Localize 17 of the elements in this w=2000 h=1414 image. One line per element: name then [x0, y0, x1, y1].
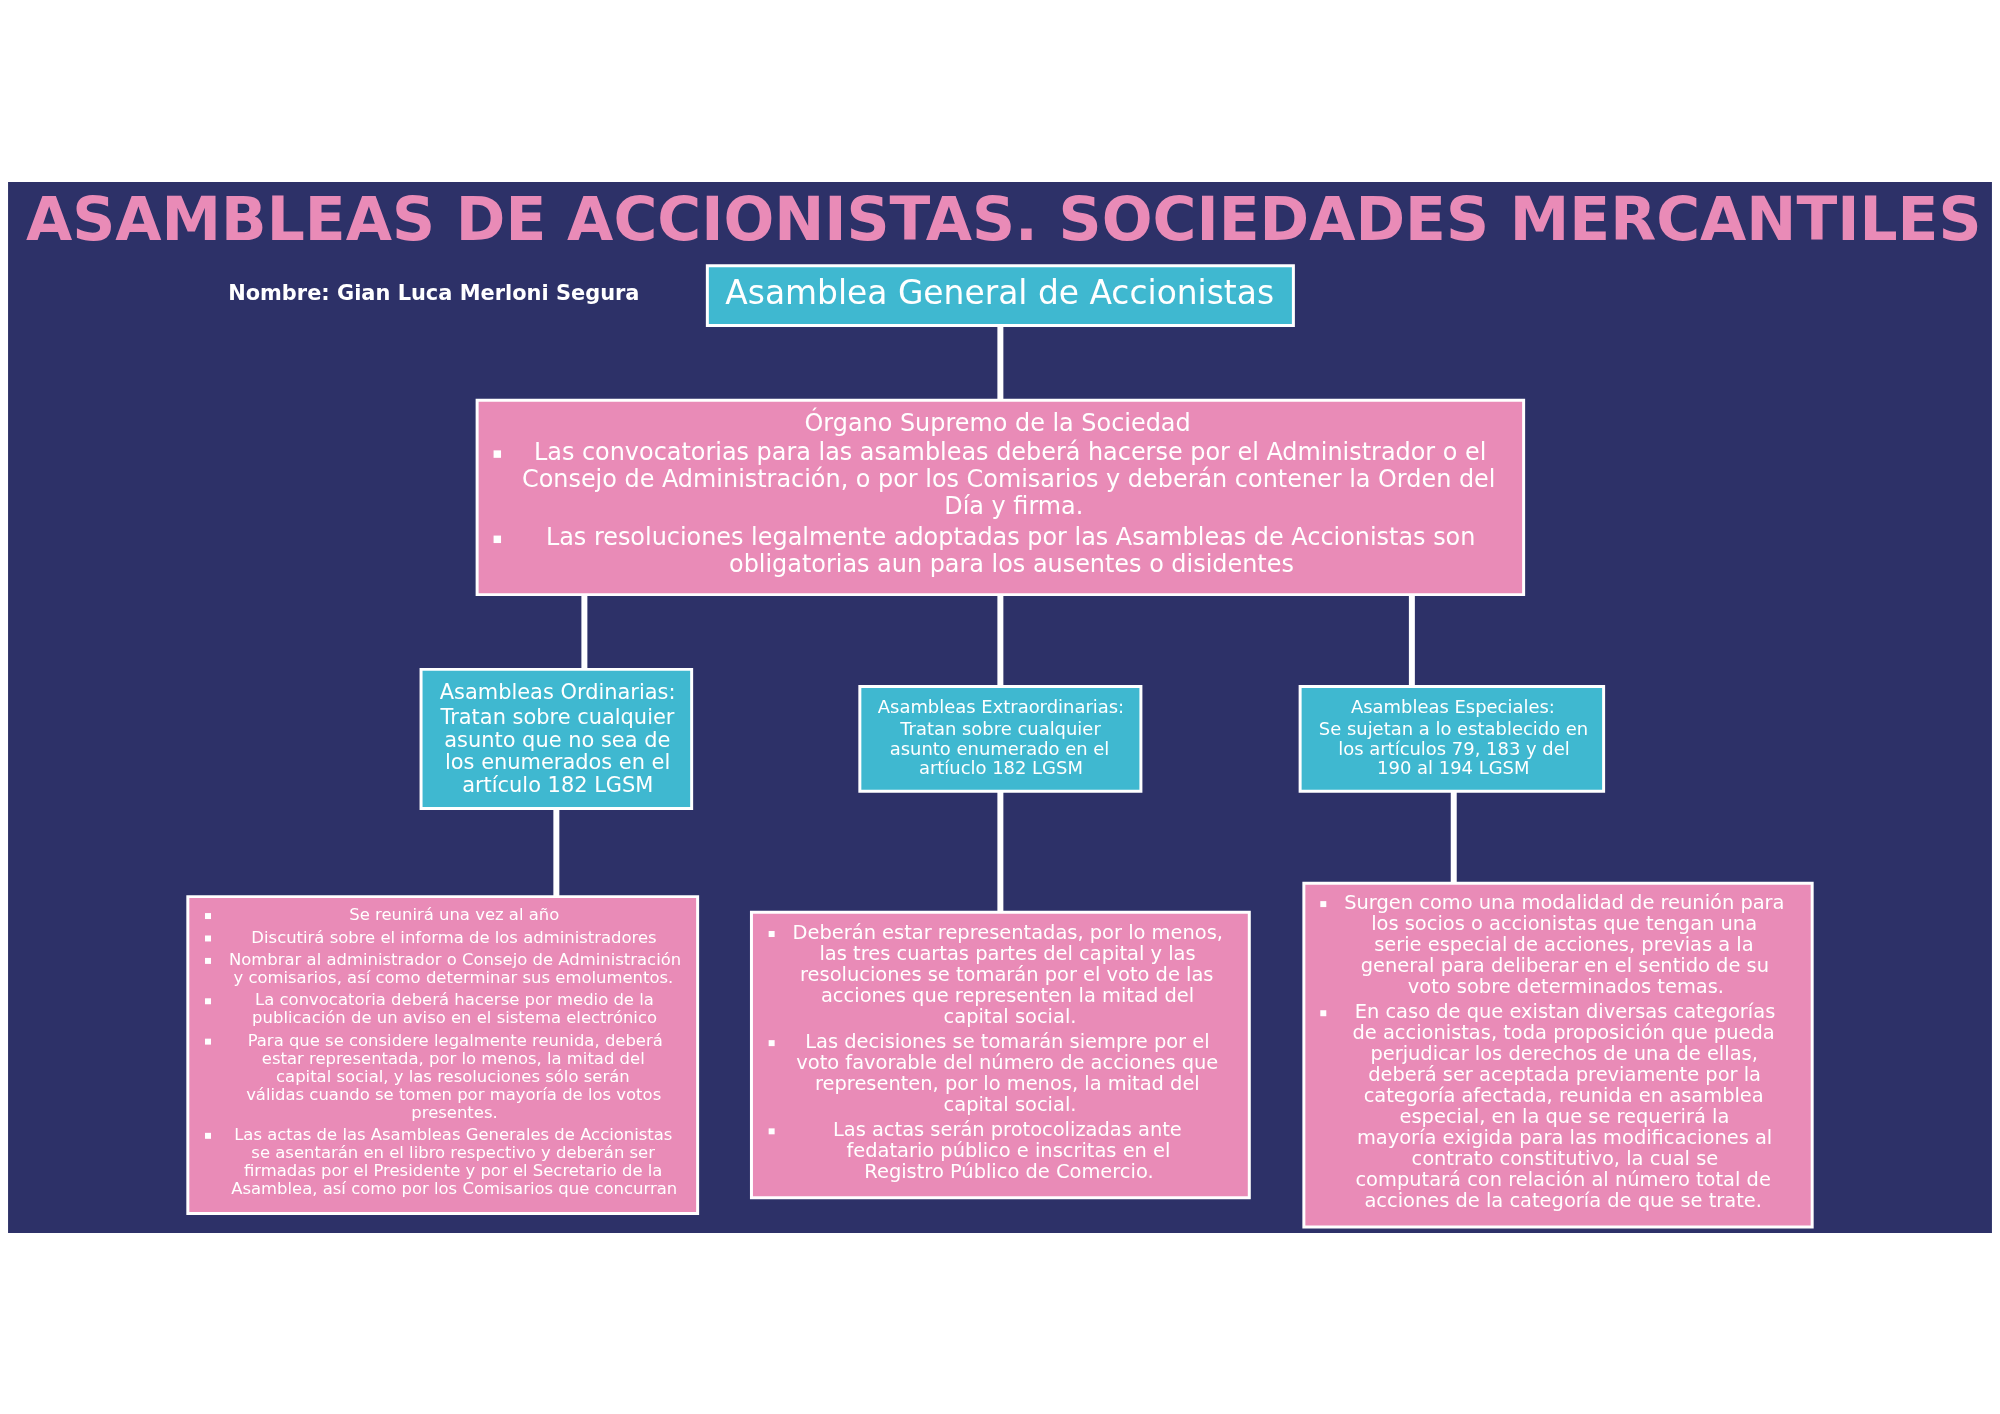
- label: Nombre: Gian Luca Merloni Segura: [228, 280, 640, 305]
- connector: [997, 325, 1004, 400]
- node-box: Asambleas Extraordinarias: Tratan sobre cualquier asunto enumerado en el artíuclo 182 LGSM: [858, 684, 1143, 793]
- node-box: Asamblea General de Accionistas: [705, 263, 1295, 327]
- connector: [581, 594, 588, 669]
- node-box: Se reunirá una vez al año Discutirá sobre el informa de los administradores Nombrar al administrador o Consejo de Administración y comisarios, así como determinar sus emolumentos. La convocatoria deberá hacerse por medio de la publicación de un aviso en el sistema electrónico Para que se considere legalmente reunida, deberá estar representada, por lo menos, la mitad del capital social, y las resoluciones sólo serán válidas cuando se tomen por mayoría de los votos presentes. Las actas de las Asambleas Generales de Accionistas se asentarán en el libro respectivo y deberán ser firmadas por el Presidente y por el Secretario de la Asamblea, así como por los Comisarios que concurran: [186, 894, 700, 1215]
- connector: [1450, 791, 1457, 882]
- connector: [997, 594, 1004, 686]
- connector: [997, 791, 1004, 912]
- node-box: Deberán estar representadas, por lo menos, las tres cuartas partes del capital y las resoluciones se tomarán por el voto de las acciones que representen la mitad del capital social. Las decisiones se tomarán siempre por el voto favorable del número de acciones que representen, por lo menos, la mitad del capital social. Las actas serán protocolizadas ante fedatario público e inscritas en el Registro Público de Comercio.: [749, 910, 1251, 1199]
- node-box: Surgen como una modalidad de reunión para los socios o accionistas que tengan una serie especial de acciones, previas a la general para deliberar en el sentido de su voto sobre determinados temas. En caso de que existan diversas categorías de accionistas, toda proposición que pueda perjudicar los derechos de una de ellas, deberá ser aceptada previamente por la categoría afectada, reunida en asamblea especial, en la que se requerirá la mayoría exigida para las modificaciones al contrato constitutivo, la cual se computará con relación al número total de acciones de la categoría de que se trate.: [1302, 881, 1814, 1228]
- node-box: Asambleas Especiales: Se sujetan a lo establecido en los artículos 79, 183 y del 190 al 194 LGSM: [1298, 684, 1606, 793]
- diagram-title: ASAMBLEAS DE ACCIONISTAS. SOCIEDADES MERCANTILES: [25, 183, 1982, 254]
- connector: [1408, 594, 1415, 686]
- node-box: Órgano Supremo de la Sociedad Las convocatorias para las asambleas deberá hacerse por el Administrador o el Consejo de Administración, o por los Comisarios y deberán contener la Orden del Día y firma. Las resoluciones legalmente adoptadas por las Asambleas de Accionistas son obligatorias aun para los ausentes o disidentes: [475, 398, 1526, 596]
- node-box: Asambleas Ordinarias: Tratan sobre cualquier asunto que no sea de los enumerados en el artículo 182 LGSM: [419, 667, 694, 810]
- connector: [553, 808, 560, 896]
